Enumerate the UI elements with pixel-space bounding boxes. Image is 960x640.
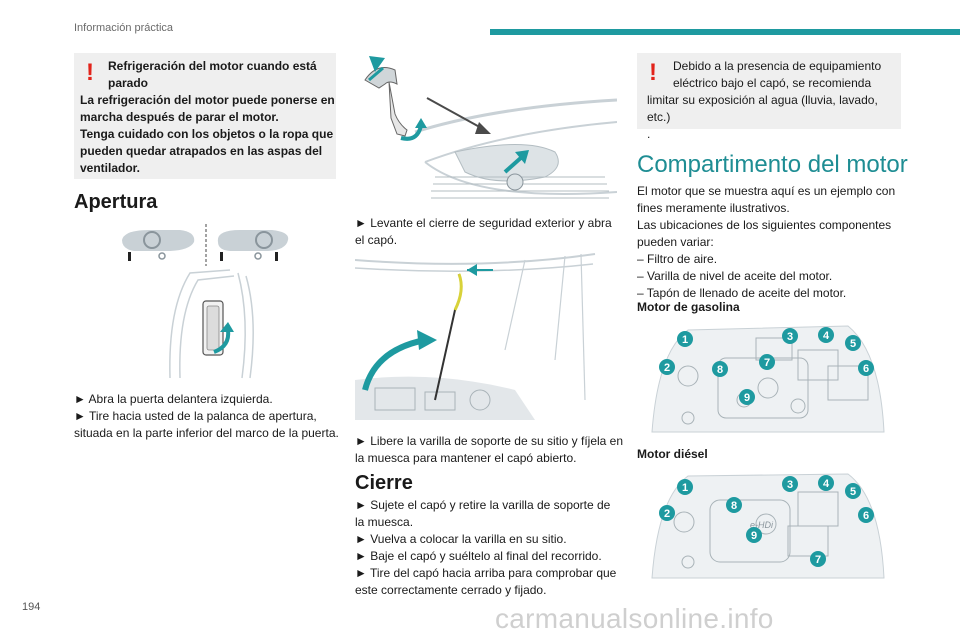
marker-label: 8 [731,500,737,512]
section-heading-engine-compartment: Compartimento del motor [637,151,908,178]
warning-line: . [647,127,651,141]
warning-line: Tenga cuidado con los objetos o la ropa … [80,127,334,141]
marker-label: 3 [787,479,793,491]
intro-line: pueden variar: [637,235,714,249]
marker-label: 9 [751,530,757,542]
step-close-1-cont: la muesca. [355,515,414,529]
marker-label: 6 [863,363,869,375]
step-close-4: ► Tire del capó hacia arriba para compro… [355,566,617,580]
step-close-3: ► Baje el capó y suéltelo al final del r… [355,549,602,563]
exclamation-icon: ! [86,59,94,86]
figure-petrol-engine: 1 2 3 4 5 6 7 8 9 [648,322,888,440]
subheading-petrol-engine: Motor de gasolina [637,300,740,314]
warning-line: marcha después de parar el motor. [80,110,279,124]
step-close-4-cont: este correctamente cerrado y fijado. [355,583,547,597]
marker-label: 7 [764,357,770,369]
intro-line: Las ubicaciones de los siguientes compon… [637,218,892,232]
engine-intro: El motor que se muestra aquí es un ejemp… [637,183,899,302]
marker-label: 2 [664,362,670,374]
header-accent-bar [490,29,960,35]
page-number: 194 [22,601,41,613]
exclamation-icon: ! [649,59,657,86]
warning-line: La refrigeración del motor puede ponerse… [80,93,335,107]
step-open-door: ► Abra la puerta delantera izquierda. [74,392,273,406]
section-heading-apertura: Apertura [74,191,158,213]
figure-diesel-engine: e-HDi 1 2 3 4 5 6 7 8 9 [648,470,888,582]
step-lift-catch-cont: el capó. [355,233,398,247]
intro-line: fines meramente ilustrativos. [637,201,790,215]
figure-hood-support-rod [355,250,617,420]
watermark: carmanualsonline.info [495,603,774,634]
warning-line: Debido a la presencia de equipamiento [673,59,882,73]
warning-line: pueden quedar atrapados en las aspas del [80,144,323,158]
intro-line: El motor que se muestra aquí es un ejemp… [637,184,896,198]
component-list-item: – Filtro de aire. [637,252,718,266]
engine-badge-text: e-HDi [750,520,774,530]
marker-1 [677,331,693,347]
marker-label: 8 [717,364,723,376]
step-release-rod: ► Libere la varilla de soporte de su sit… [355,434,624,448]
step-close-1: ► Sujete el capó y retire la varilla de … [355,498,611,512]
warning-line: Refrigeración del motor cuando está [108,59,317,73]
step-pull-lever-cont: situada en la parte inferior del marco d… [74,426,339,440]
warning-box-cooling: ! Refrigeración del motor cuando está pa… [74,53,336,179]
marker-label: 2 [664,508,670,520]
marker-label: 5 [850,486,856,498]
marker-label: 4 [823,478,830,490]
warning-box-water: ! Debido a la presencia de equipamiento … [637,53,901,141]
warning-line: eléctrico bajo el capó, se recomienda [673,76,872,90]
marker-label: 3 [787,331,793,343]
section-heading-cierre: Cierre [355,472,413,494]
figure-hood-safety-catch [355,52,617,207]
marker-label: 1 [682,334,688,346]
marker-label: 1 [682,482,688,494]
component-list-item: – Tapón de llenado de aceite del motor. [637,286,847,300]
step-lift-catch: ► Levante el cierre de seguridad exterio… [355,216,612,230]
warning-line: limitar su exposición al agua (lluvia, l… [647,93,878,124]
step-pull-lever: ► Tire hacia usted de la palanca de aper… [74,409,317,423]
warning-line: ventilador. [80,161,141,175]
step-close-2: ► Vuelva a colocar la varilla en su siti… [355,532,567,546]
running-header: Información práctica [74,22,174,34]
marker-label: 5 [850,338,856,350]
step-release-rod-cont: la muesca para mantener el capó abierto. [355,451,577,465]
subheading-diesel-engine: Motor diésel [637,447,708,461]
figure-hood-release-lever [110,218,310,383]
marker-label: 4 [823,330,830,342]
marker-label: 7 [815,554,821,566]
marker-label: 6 [863,510,869,522]
warning-line: parado [108,76,149,90]
marker-label: 9 [744,392,750,404]
component-list-item: – Varilla de nivel de aceite del motor. [637,269,833,283]
